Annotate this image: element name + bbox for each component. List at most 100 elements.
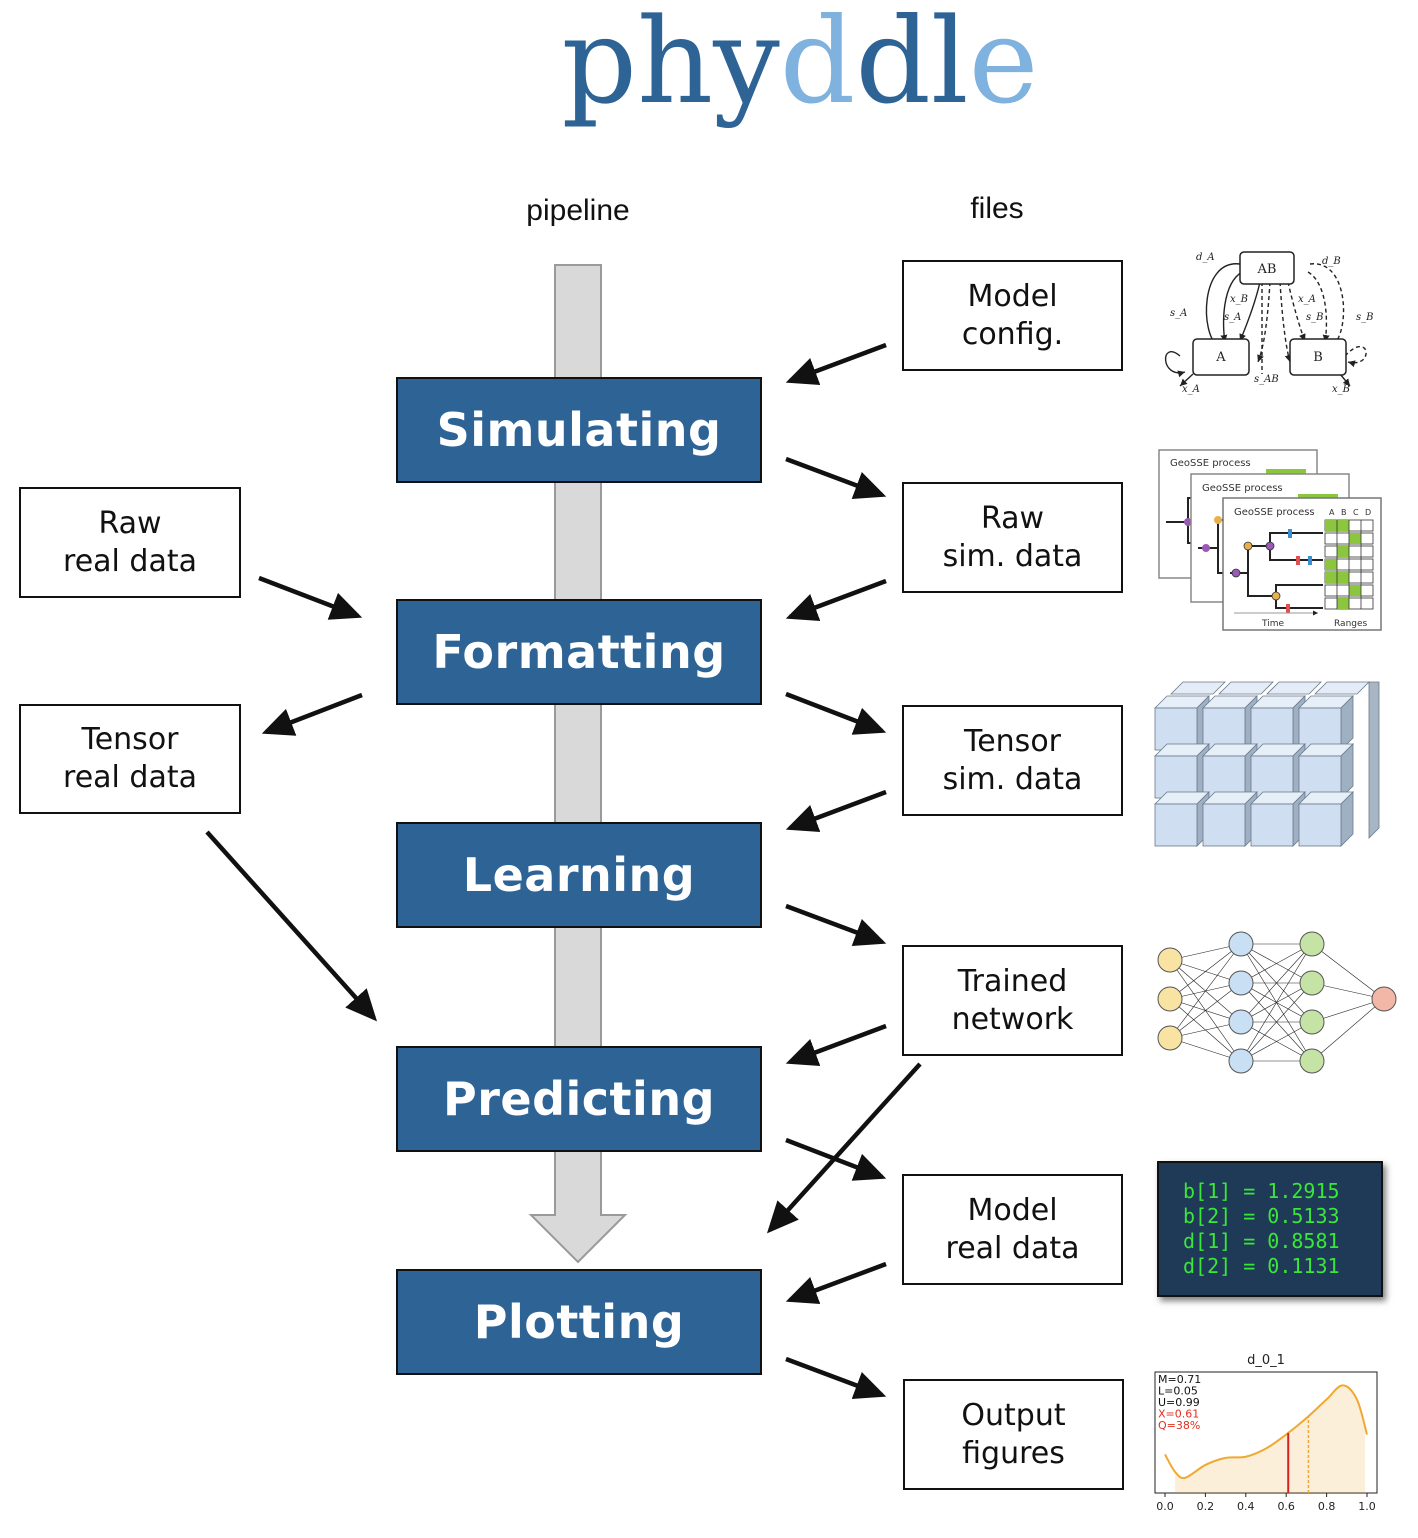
chart-stat-label: X=0.61 — [1158, 1408, 1199, 1421]
estimate-line: d[1] = 0.8581 — [1183, 1229, 1340, 1253]
cube-face — [1154, 707, 1198, 751]
cube-face — [1250, 803, 1294, 847]
edge-label: d_B — [1322, 256, 1341, 267]
range-col: B — [1341, 508, 1347, 517]
cube-face — [1202, 803, 1246, 847]
edge-label: s_AB — [1254, 374, 1279, 385]
arrow-config-to-simulating — [785, 342, 887, 386]
cube-face — [1298, 803, 1342, 847]
file-raw-sim-data: Raw sim. data — [902, 482, 1123, 593]
phyddle-logo: phyddle — [562, 0, 1039, 130]
nn-edge — [1240, 1021, 1313, 1062]
nn-node — [1228, 1048, 1254, 1074]
file-label-line1: Raw — [98, 505, 162, 541]
file-raw-real-data: Raw real data — [19, 487, 241, 598]
file-label-line1: Raw — [980, 500, 1045, 536]
files-header: files — [970, 192, 1024, 225]
sim-panel-title: GeoSSE process — [1234, 507, 1315, 518]
edge-label: s_B — [1356, 312, 1373, 323]
sim-time-label: Time — [1261, 619, 1284, 629]
cube-face — [1154, 755, 1198, 799]
nn-edge — [1311, 943, 1385, 1000]
nn-node — [1299, 1009, 1325, 1035]
density-area — [1175, 1385, 1365, 1493]
neural-network-illustration — [1157, 931, 1397, 1074]
file-tensor-sim-data: Tensor sim. data — [902, 705, 1123, 816]
file-label-line2: real data — [945, 1230, 1080, 1266]
estimate-line: b[1] = 1.2915 — [1183, 1179, 1340, 1203]
logo-letter: e — [969, 0, 1039, 130]
file-model-real-data: Model real data — [902, 1174, 1123, 1285]
file-label-line1: Tensor — [963, 723, 1062, 759]
logo-letter: p — [562, 0, 638, 130]
x-tick-label: 0.2 — [1197, 1500, 1215, 1513]
nn-node — [1299, 1048, 1325, 1074]
stage-plotting: Plotting — [396, 1269, 762, 1375]
arrow-rawsim-to-formatting — [785, 578, 887, 622]
nn-edge — [1169, 943, 1242, 1039]
node-label: A — [1215, 350, 1226, 365]
logo-letter: d — [855, 0, 931, 130]
estimate-line: d[2] = 0.1131 — [1183, 1254, 1340, 1278]
nn-edge — [1240, 943, 1313, 1062]
nn-edge — [1240, 943, 1313, 984]
logo-letter: y — [712, 0, 780, 130]
node-label: AB — [1257, 262, 1277, 277]
file-trained-network: Trained network — [902, 945, 1123, 1056]
chart-stat-label: M=0.71 — [1158, 1373, 1201, 1386]
sim-panel-title: GeoSSE process — [1170, 458, 1251, 469]
file-label-line2: real data — [63, 543, 197, 579]
cube-face — [1154, 803, 1198, 847]
edge-label: x_B — [1332, 384, 1350, 395]
sim-ranges-label: Ranges — [1334, 619, 1368, 629]
tensor-cube-illustration — [1154, 681, 1380, 847]
logo-letter: l — [931, 0, 969, 130]
arrow-formatting-to-tensorsim — [785, 691, 887, 735]
x-tick-label: 0.8 — [1318, 1500, 1336, 1513]
nn-node — [1228, 931, 1254, 957]
arrow-tensorsim-to-learning — [785, 789, 887, 833]
edge-label: x_B — [1230, 294, 1248, 305]
edge-label: x_A — [1182, 384, 1200, 395]
file-label-line1: Model — [967, 1192, 1058, 1228]
stage-formatting: Formatting — [396, 599, 762, 705]
edge-label: d_A — [1196, 252, 1215, 263]
edge-label: s_A — [1170, 308, 1187, 319]
nn-edge — [1169, 982, 1242, 1039]
estimates-terminal: b[1] = 1.2915 b[2] = 0.5133 d[1] = 0.858… — [1157, 1161, 1383, 1297]
cube-face — [1250, 755, 1294, 799]
file-label-line2: real data — [63, 760, 197, 795]
file-label-line1: Tensor — [81, 722, 179, 757]
edge-label: x_A — [1298, 294, 1316, 305]
logo-text: phyddle — [562, 0, 1039, 130]
nn-node — [1157, 1025, 1183, 1051]
arrow-plotting-to-figures — [785, 1356, 887, 1400]
chart-title: d_0_1 — [1247, 1353, 1285, 1368]
file-tensor-real-data: Tensor real data — [19, 704, 241, 814]
x-tick-label: 0.4 — [1237, 1500, 1255, 1513]
sim-data-illustration: GeoSSE process GeoSSE process GeoSSE pro… — [1158, 449, 1382, 631]
sim-panel-front: GeoSSE process A B C D — [1222, 497, 1382, 631]
nn-node — [1299, 970, 1325, 996]
nn-node — [1228, 1009, 1254, 1035]
x-tick-label: 1.0 — [1358, 1500, 1376, 1513]
cube-face — [1298, 755, 1342, 799]
nn-edge — [1240, 982, 1313, 1062]
logo-letter: h — [637, 0, 713, 130]
nn-edge — [1311, 998, 1385, 1023]
nn-edge — [1311, 998, 1385, 1062]
cube-face — [1250, 707, 1294, 751]
arrow-formatting-to-tensorreal — [261, 692, 363, 736]
chart-stat-label: Q=38% — [1158, 1419, 1200, 1432]
estimate-line: b[2] = 0.5133 — [1183, 1204, 1340, 1228]
model-diagram-illustration: AB A B d_A d_B x_B x_A s_A s_B s_A s_B s… — [1164, 251, 1373, 395]
nn-node — [1157, 986, 1183, 1012]
stage-simulating: Simulating — [396, 377, 762, 483]
arrow-simulating-to-rawsim — [785, 456, 887, 500]
file-label-line2: sim. data — [942, 761, 1083, 797]
stage-learning: Learning — [396, 822, 762, 928]
nn-node — [1157, 947, 1183, 973]
chart-stat-label: U=0.99 — [1158, 1396, 1200, 1409]
file-label-line2: config. — [961, 316, 1064, 352]
